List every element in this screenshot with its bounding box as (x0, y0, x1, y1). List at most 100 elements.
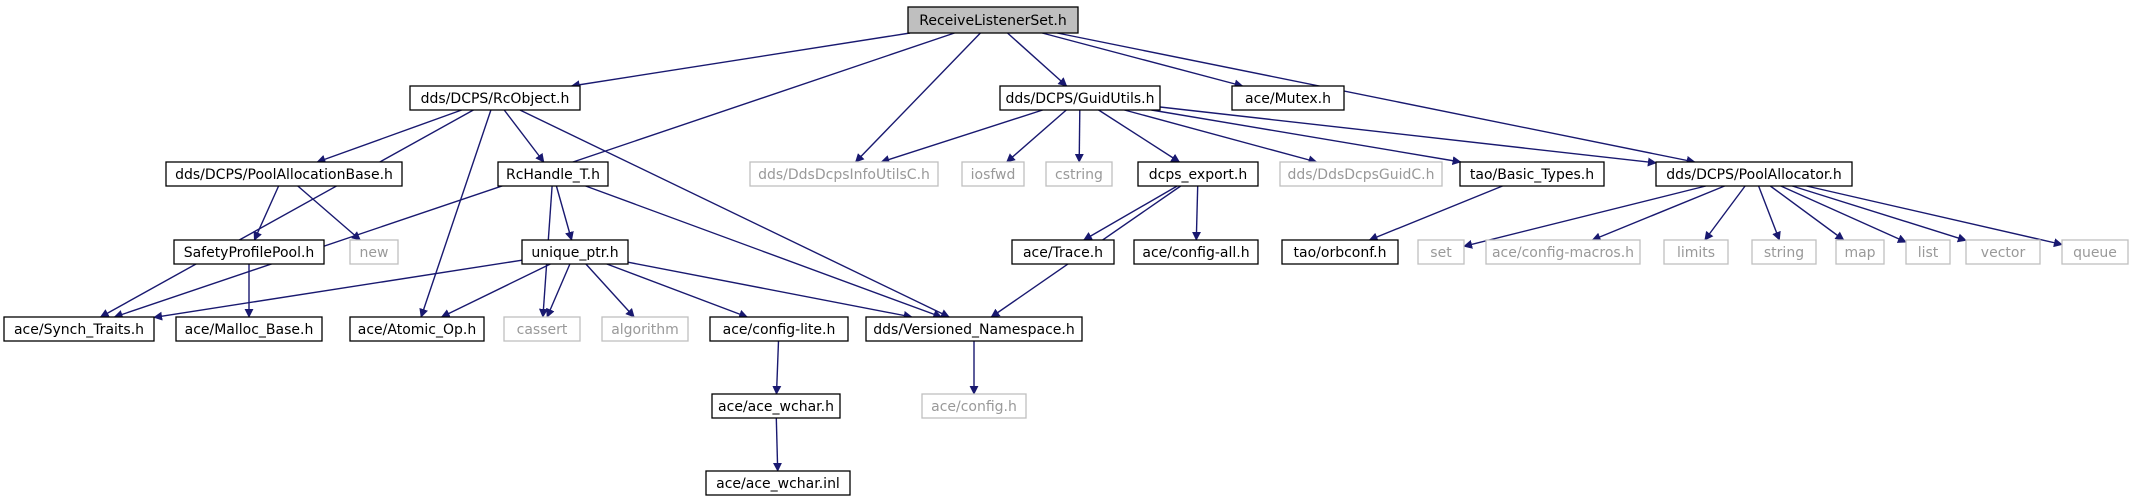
node-box-basictypes (1459, 161, 1605, 187)
node-box-synchtraits (3, 316, 155, 342)
node-label-dcpsinfoutils: dds/DdsDcpsInfoUtilsC.h (758, 167, 930, 183)
node-poolallocator[interactable]: dds/DCPS/PoolAllocator.h (1655, 161, 1853, 187)
node-acewchar[interactable]: ace/ace_wchar.h (711, 393, 841, 419)
node-new: new (349, 239, 399, 265)
node-label-configmacros: ace/config-macros.h (1492, 245, 1634, 261)
node-label-atomicop: ace/Atomic_Op.h (358, 322, 476, 338)
node-poolallocationbase[interactable]: dds/DCPS/PoolAllocationBase.h (165, 161, 403, 187)
node-rchandle[interactable]: RcHandle_T.h (497, 161, 609, 187)
node-box-acetrace (1011, 239, 1115, 265)
node-label-mutex: ace/Mutex.h (1245, 91, 1331, 107)
node-box-configmacros (1485, 239, 1641, 265)
node-box-aceconfig (921, 393, 1027, 419)
node-label-string: string (1764, 245, 1804, 261)
node-label-aceconfig: ace/config.h (931, 399, 1017, 415)
node-mallocbase[interactable]: ace/Malloc_Base.h (175, 316, 323, 342)
node-label-acetrace: ace/Trace.h (1023, 245, 1103, 261)
edge-uniqueptr-to-atomicop (440, 263, 551, 318)
node-box-poolallocationbase (165, 161, 403, 187)
edge-receivelistenerset-to-guidutils (1007, 32, 1068, 87)
edge-poolallocator-to-list (1780, 185, 1907, 243)
node-guidutils[interactable]: dds/DCPS/GuidUtils.h (999, 85, 1161, 111)
node-versionedns[interactable]: dds/Versioned_Namespace.h (865, 316, 1083, 342)
node-box-mallocbase (175, 316, 323, 342)
node-label-set: set (1430, 245, 1452, 261)
node-box-guidutils (999, 85, 1161, 111)
edge-poolallocator-to-string (1757, 185, 1781, 241)
node-dcpsexport[interactable]: dcps_export.h (1137, 161, 1259, 187)
node-configmacros: ace/config-macros.h (1485, 239, 1641, 265)
node-atomicop[interactable]: ace/Atomic_Op.h (349, 316, 485, 342)
node-box-configall (1133, 239, 1259, 265)
edge-acewchar-to-acewcharinl (772, 417, 782, 472)
edge-poolallocationbase-to-new (297, 185, 361, 241)
edge-poolallocator-to-configmacros (1591, 185, 1725, 242)
node-box-set (1417, 239, 1465, 265)
node-label-iosfwd: iosfwd (971, 167, 1016, 183)
node-label-limits: limits (1677, 245, 1715, 261)
node-box-iosfwd (961, 161, 1025, 187)
node-box-uniqueptr (521, 239, 629, 265)
node-box-versionedns (865, 316, 1083, 342)
node-box-vector (1965, 239, 2041, 265)
node-box-cstring (1045, 161, 1113, 187)
node-box-map (1835, 239, 1885, 265)
node-receivelistenerset[interactable]: ReceiveListenerSet.h (907, 6, 1079, 34)
edge-receivelistenerset-to-mutex (1042, 32, 1244, 89)
node-list: list (1905, 239, 1951, 265)
node-box-acewchar (711, 393, 841, 419)
node-label-guidutils: dds/DCPS/GuidUtils.h (1005, 91, 1154, 107)
node-set: set (1417, 239, 1465, 265)
node-label-safetyprofilepool: SafetyProfilePool.h (184, 245, 315, 261)
node-safetyprofilepool[interactable]: SafetyProfilePool.h (173, 239, 325, 265)
node-acetrace[interactable]: ace/Trace.h (1011, 239, 1115, 265)
node-mutex[interactable]: ace/Mutex.h (1231, 85, 1345, 111)
node-configlite[interactable]: ace/config-lite.h (709, 316, 849, 342)
node-rcobject[interactable]: dds/DCPS/RcObject.h (409, 85, 581, 111)
node-layer: ReceiveListenerSet.h dds/DCPS/RcObject.h d… (3, 6, 2129, 496)
node-box-ddsdcpsguidc (1279, 161, 1443, 187)
node-label-basictypes: tao/Basic_Types.h (1470, 167, 1594, 183)
node-label-acewcharinl: ace/ace_wchar.inl (716, 476, 840, 492)
edge-poolallocator-to-vector (1792, 185, 1967, 243)
node-box-cassert (503, 316, 581, 342)
node-label-configlite: ace/config-lite.h (723, 322, 836, 338)
node-box-safetyprofilepool (173, 239, 325, 265)
edge-receivelistenerset-to-dcpsinfoutils (854, 32, 981, 163)
edge-rcobject-to-synchtraits (99, 109, 474, 318)
node-label-new: new (360, 245, 389, 261)
edge-guidutils-to-dcpsinfoutils (880, 109, 1043, 164)
node-label-queue: queue (2073, 245, 2117, 261)
node-label-algorithm: algorithm (611, 322, 679, 338)
node-box-configlite (709, 316, 849, 342)
node-label-dcpsexport: dcps_export.h (1149, 167, 1247, 183)
node-box-atomicop (349, 316, 485, 342)
node-queue: queue (2061, 239, 2129, 265)
edge-poolallocator-to-map (1769, 185, 1845, 241)
node-configall[interactable]: ace/config-all.h (1133, 239, 1259, 265)
node-label-cassert: cassert (517, 322, 568, 338)
node-basictypes[interactable]: tao/Basic_Types.h (1459, 161, 1605, 187)
node-synchtraits[interactable]: ace/Synch_Traits.h (3, 316, 155, 342)
edge-rcobject-to-rchandle (503, 109, 545, 163)
node-uniqueptr[interactable]: unique_ptr.h (521, 239, 629, 265)
edge-poolallocator-to-set (1463, 185, 1706, 249)
node-orbconf[interactable]: tao/orbconf.h (1281, 239, 1399, 265)
node-limits: limits (1663, 239, 1729, 265)
edge-uniqueptr-to-versionedns (627, 261, 913, 320)
edge-configlite-to-acewchar (772, 340, 782, 395)
node-box-queue (2061, 239, 2129, 265)
node-label-rcobject: dds/DCPS/RcObject.h (421, 91, 570, 107)
node-label-receivelistenerset: ReceiveListenerSet.h (919, 13, 1066, 29)
node-box-dcpsexport (1137, 161, 1259, 187)
node-label-versionedns: dds/Versioned_Namespace.h (873, 322, 1074, 338)
node-label-cstring: cstring (1055, 167, 1103, 183)
node-acewcharinl[interactable]: ace/ace_wchar.inl (705, 470, 851, 496)
edge-uniqueptr-to-configlite (606, 263, 749, 319)
node-box-list (1905, 239, 1951, 265)
node-vector: vector (1965, 239, 2041, 265)
edge-guidutils-to-basictypes (1151, 109, 1462, 166)
node-box-receivelistenerset (907, 6, 1079, 34)
node-box-rchandle (497, 161, 609, 187)
